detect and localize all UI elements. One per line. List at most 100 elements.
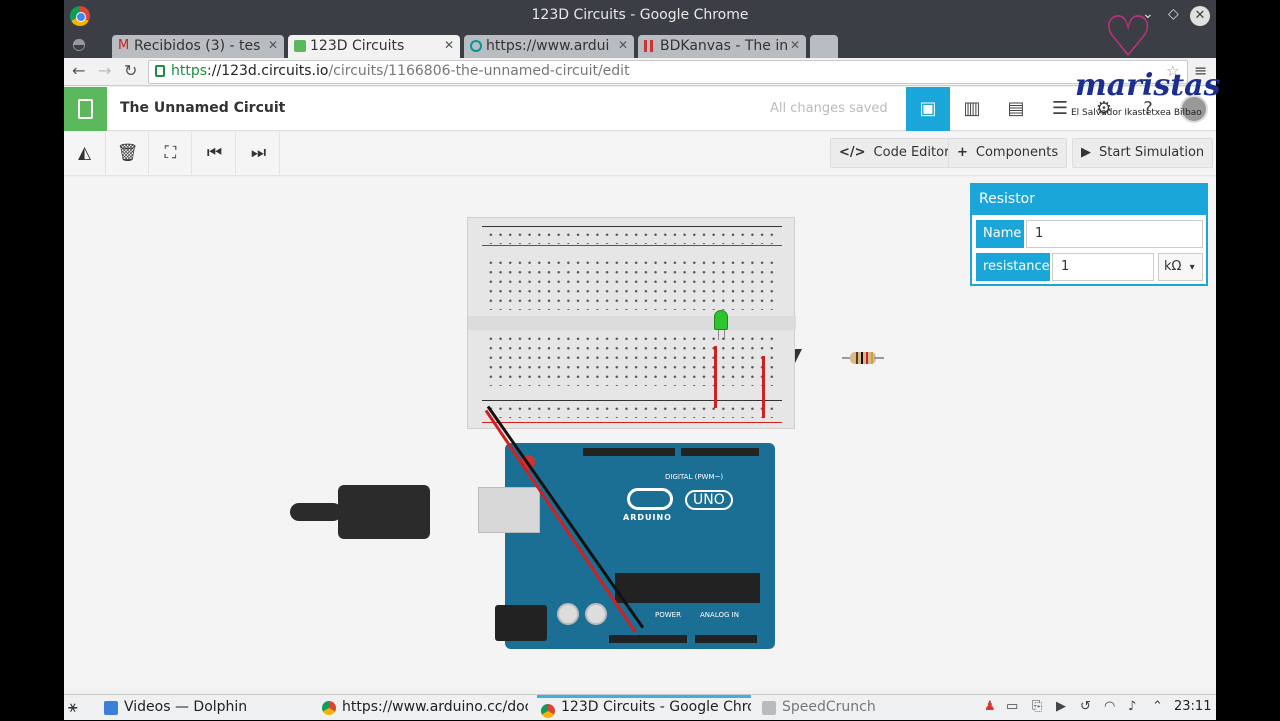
usb-cable[interactable]: [290, 485, 430, 539]
settings-gear-icon[interactable]: ⚙: [1095, 98, 1113, 119]
camera-icon[interactable]: ▶: [1056, 699, 1066, 714]
rail-line-positive: [482, 245, 782, 246]
task-label: SpeedCrunch: [782, 699, 876, 715]
volume-icon[interactable]: ♪: [1128, 699, 1137, 714]
updates-icon[interactable]: ♟: [984, 699, 996, 714]
new-tab-button[interactable]: [810, 35, 838, 58]
tab-strip: ◓ M Recibidos (3) - tes ✕ 123D Circuits …: [64, 32, 1216, 58]
clock[interactable]: 23:11: [1174, 699, 1212, 714]
digital-label: DIGITAL (PWM~): [665, 473, 724, 481]
led-leg: [718, 330, 719, 340]
component-list-icon[interactable]: ☰: [1051, 98, 1069, 119]
minimize-icon[interactable]: ⌄: [1142, 6, 1154, 22]
forward-icon[interactable]: →: [98, 61, 112, 80]
circuits-icon: [294, 40, 306, 52]
task-speedcrunch[interactable]: SpeedCrunch: [758, 695, 908, 721]
arduino-icon: [470, 40, 482, 52]
task-chrome-arduino[interactable]: https://www.arduino.cc/doc: [318, 695, 528, 721]
clipboard-icon[interactable]: ⎘: [1032, 699, 1043, 714]
browser-toolbar: ← → ↻ https://123d.circuits.io/circuits/…: [64, 58, 1216, 86]
pcb-view-icon[interactable]: ▤: [1007, 98, 1025, 119]
tab-close-icon[interactable]: ✕: [267, 38, 278, 52]
arduino-uno-board[interactable]: DIGITAL (PWM~) UNO ARDUINO POWER ANALOG …: [478, 443, 775, 649]
task-chrome-circuits[interactable]: 123D Circuits - Google Chro: [537, 695, 751, 721]
delete-trash-icon[interactable]: 🗑: [107, 132, 149, 174]
dropdown-arrow-icon: ▾: [1189, 262, 1195, 273]
name-input[interactable]: 1: [1026, 220, 1203, 248]
tab-label: https://www.ardui: [486, 38, 610, 54]
circuit-title[interactable]: The Unnamed Circuit: [120, 100, 286, 116]
terminal-strip-bottom[interactable]: [486, 334, 776, 386]
tab-123d-circuits[interactable]: 123D Circuits ✕: [288, 35, 460, 58]
microcontroller-chip: [615, 573, 760, 603]
address-bar[interactable]: https://123d.circuits.io/circuits/116680…: [148, 60, 1188, 84]
task-label: https://www.arduino.cc/doc: [342, 699, 528, 715]
tab-close-icon[interactable]: ✕: [789, 38, 800, 52]
tab-gmail[interactable]: M Recibidos (3) - tes ✕: [112, 35, 284, 58]
circuit-canvas[interactable]: DIGITAL (PWM~) UNO ARDUINO POWER ANALOG …: [64, 177, 1216, 690]
close-window-icon[interactable]: ✕: [1190, 6, 1210, 26]
code-editor-button[interactable]: </>Code Editor: [830, 138, 959, 168]
plus-icon: +: [957, 145, 968, 160]
breadboard-view-icon[interactable]: ▣: [906, 87, 950, 131]
uno-label: UNO: [685, 490, 733, 510]
terminal-strip-top[interactable]: [486, 258, 776, 310]
circuits-logo[interactable]: [64, 87, 107, 131]
usb-plug: [338, 485, 430, 539]
schematic-view-icon[interactable]: ▥: [963, 98, 981, 119]
rotate-icon[interactable]: ◭: [64, 132, 106, 174]
save-status: All changes saved: [770, 101, 888, 116]
chrome-icon: [541, 704, 555, 718]
resistance-input[interactable]: 1: [1052, 253, 1154, 281]
taskbar: ⚹ Videos — Dolphin https://www.arduino.c…: [64, 694, 1216, 720]
bookmark-star-icon[interactable]: ☆: [1166, 62, 1180, 80]
maximize-icon[interactable]: ◇: [1168, 6, 1179, 22]
arduino-logo-icon: [627, 488, 673, 510]
undo-step-back-icon[interactable]: ⏮: [194, 132, 236, 174]
tab-label: BDKanvas - The in: [660, 38, 789, 54]
red-wire[interactable]: [762, 356, 765, 418]
red-wire[interactable]: [714, 346, 717, 408]
url-host: ://123d.circuits.io: [207, 63, 329, 79]
rail-line-positive: [482, 422, 782, 423]
green-led[interactable]: [714, 310, 728, 330]
fit-view-icon[interactable]: ⛶: [150, 132, 192, 174]
url-path: /circuits/1166806-the-unnamed-circuit/ed…: [328, 63, 630, 79]
resistor-properties-panel: Resistor Name 1 resistance 1 kΩ ▾: [970, 183, 1208, 286]
sync-icon[interactable]: ↺: [1080, 699, 1091, 714]
power-rail-top: [486, 230, 776, 244]
start-simulation-button[interactable]: ▶Start Simulation: [1072, 138, 1214, 168]
unit-value: kΩ: [1164, 259, 1182, 274]
capacitor: [585, 603, 607, 625]
url-scheme: https: [171, 63, 208, 79]
help-icon[interactable]: ?: [1143, 98, 1153, 119]
tab-bdkanvas[interactable]: BDKanvas - The in ✕: [638, 35, 806, 58]
breadboard[interactable]: [467, 217, 796, 429]
tab-arduino[interactable]: https://www.ardui ✕: [464, 35, 634, 58]
tab-label: Recibidos (3) - tes: [134, 38, 261, 54]
power-rail-bottom: [486, 404, 776, 418]
digital-header: [583, 448, 675, 456]
chrome-menu-icon[interactable]: ≡: [1194, 61, 1208, 80]
kde-start-icon[interactable]: ⚹: [68, 697, 78, 716]
tray-expand-icon[interactable]: ⌃: [1152, 699, 1163, 714]
user-avatar[interactable]: [1180, 95, 1208, 123]
reload-icon[interactable]: ↻: [124, 61, 138, 80]
back-icon[interactable]: ←: [72, 61, 86, 80]
tab-close-icon[interactable]: ✕: [617, 38, 628, 52]
capacitor: [557, 603, 579, 625]
folder-icon: [104, 701, 118, 715]
rail-line-negative: [482, 400, 782, 401]
resistor[interactable]: [842, 352, 884, 364]
chrome-logo-icon: [70, 6, 90, 26]
mouse-cursor-icon: [795, 349, 802, 363]
code-editor-label: Code Editor: [873, 145, 950, 160]
components-button[interactable]: +Components: [948, 138, 1068, 168]
task-dolphin[interactable]: Videos — Dolphin: [100, 695, 310, 721]
tab-label: 123D Circuits: [310, 38, 405, 54]
wifi-icon[interactable]: ◠: [1104, 699, 1116, 714]
resistance-unit-select[interactable]: kΩ ▾: [1158, 253, 1203, 281]
redo-step-forward-icon[interactable]: ⏭: [238, 132, 280, 174]
tab-close-icon[interactable]: ✕: [443, 38, 454, 52]
display-icon[interactable]: ▭: [1006, 699, 1019, 714]
